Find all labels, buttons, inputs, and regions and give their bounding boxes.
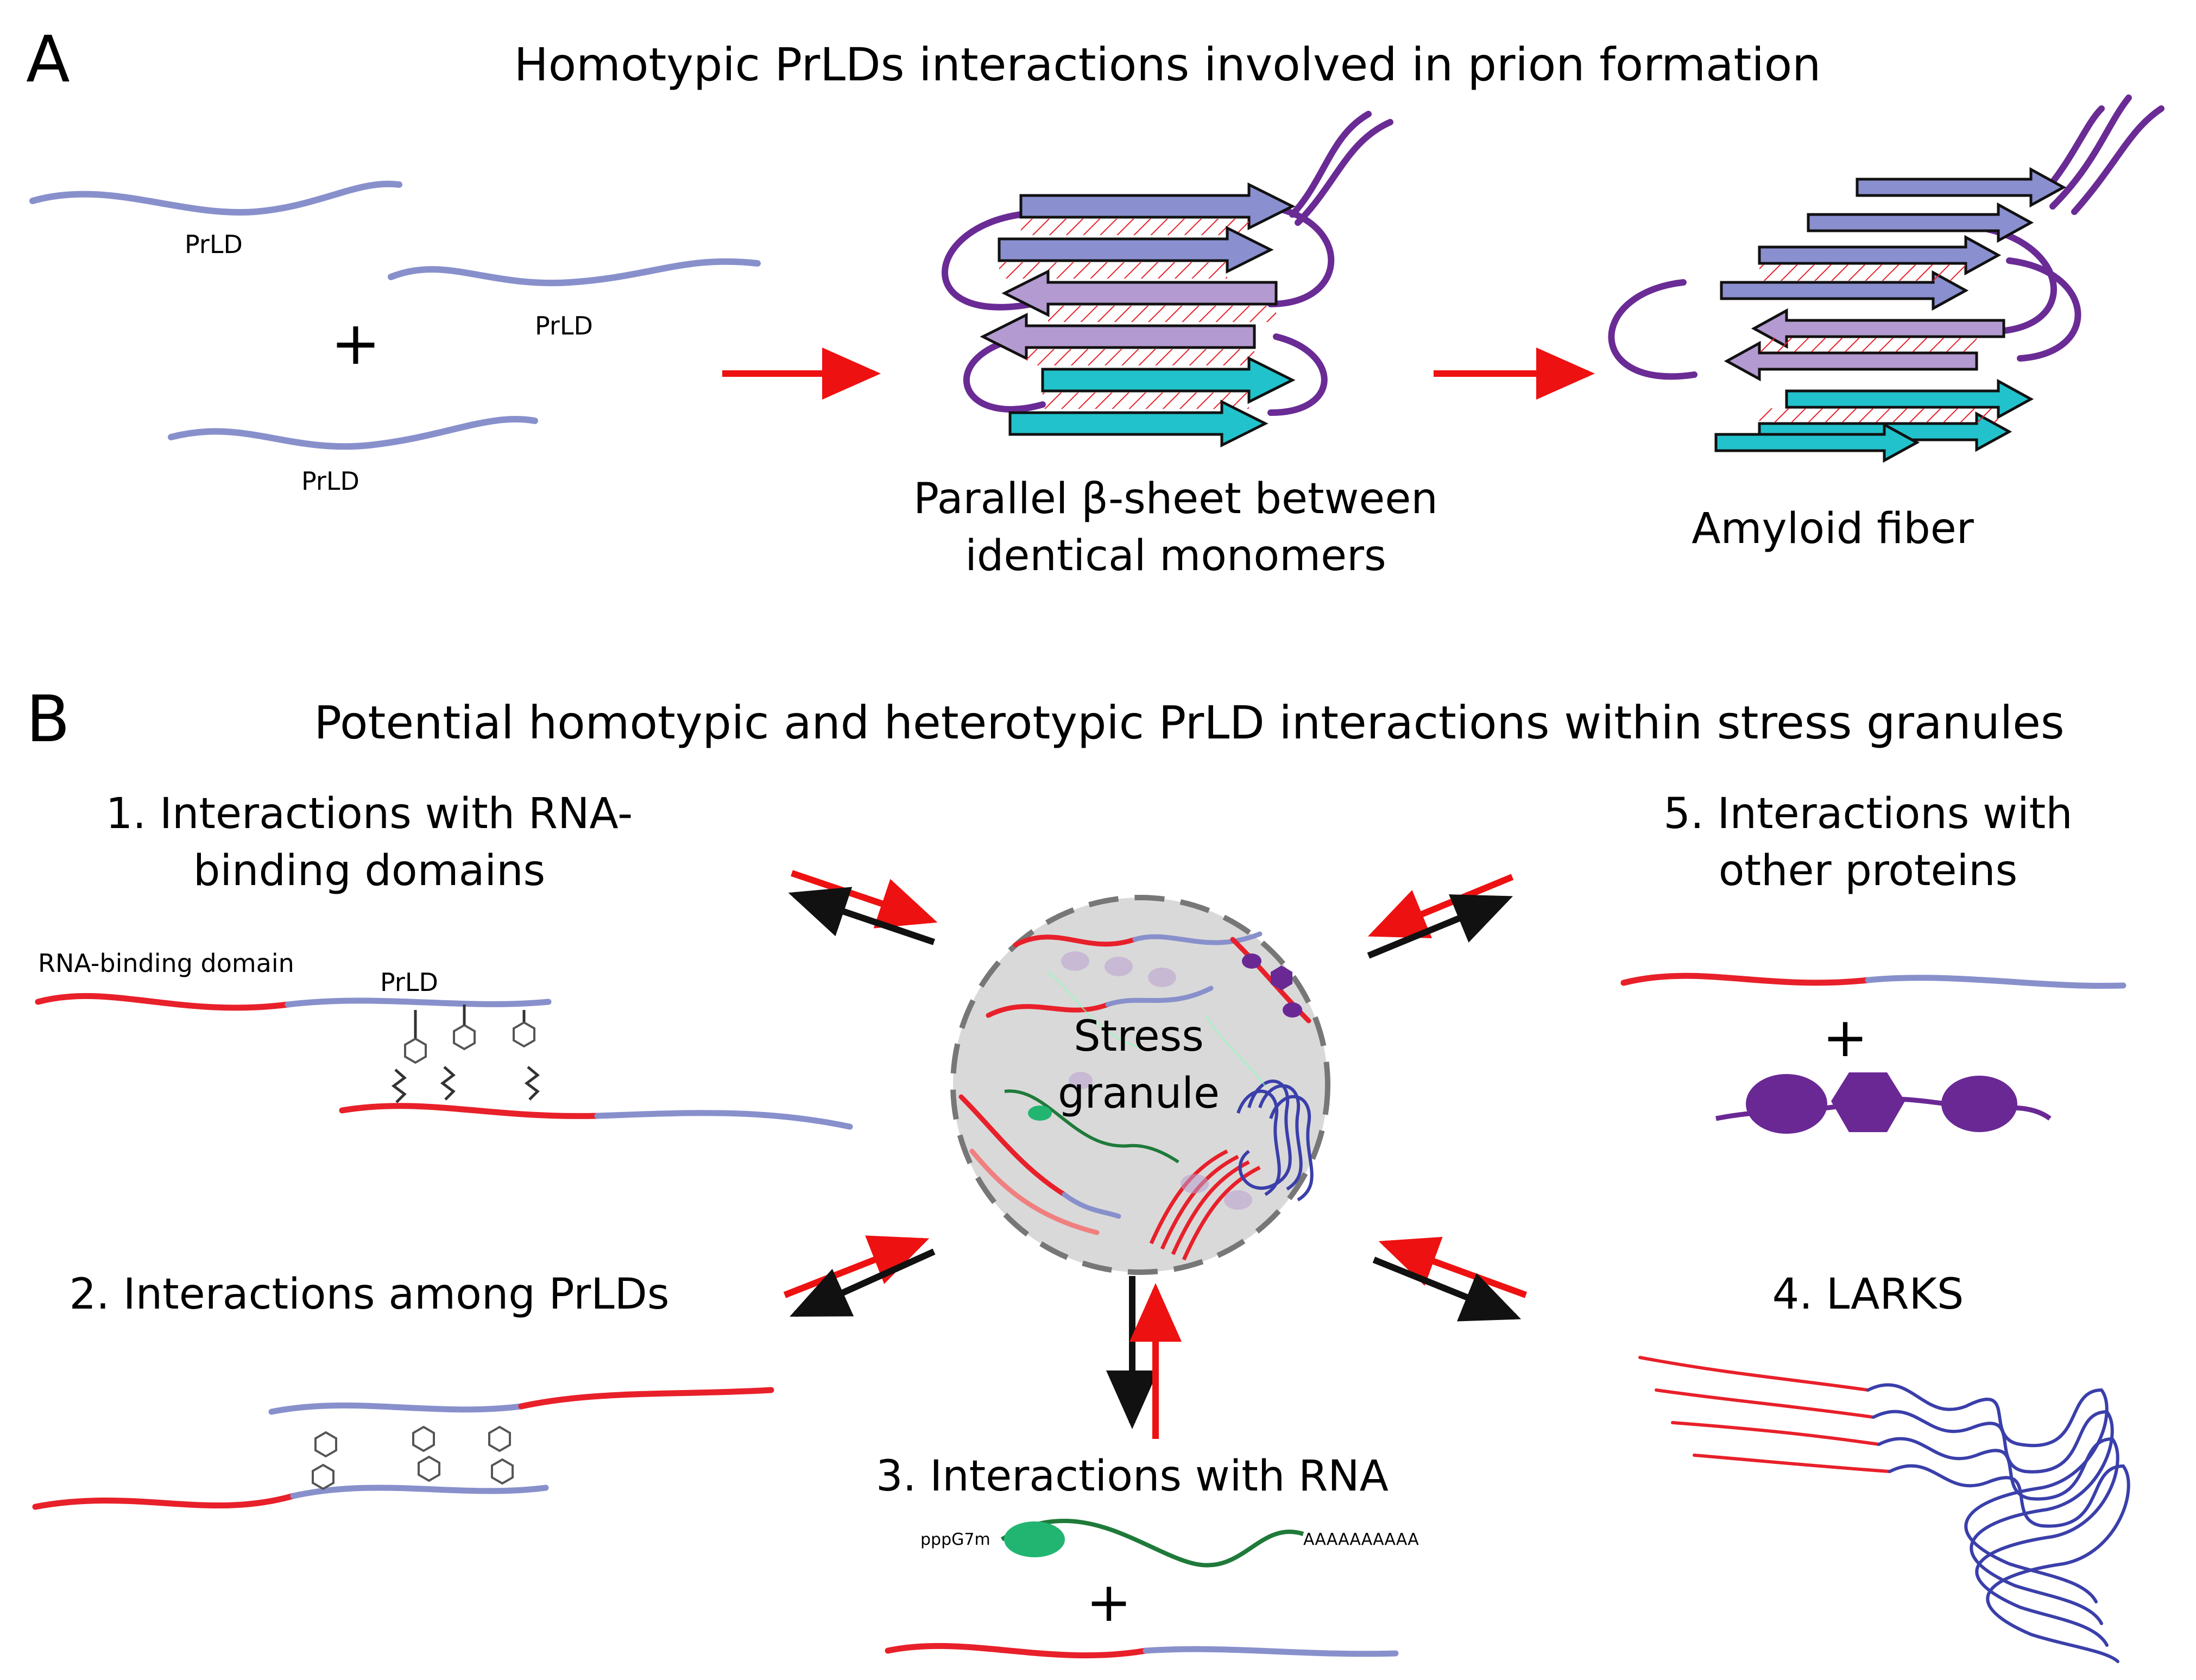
beta-strand: [1008, 399, 1269, 448]
beta-sheet-caption-line1: Parallel β-sheet between: [913, 475, 1438, 523]
item5-prld-protein: [1620, 972, 2126, 989]
panel-b-title: Potential homotypic and heterotypic PrLD…: [314, 696, 2064, 749]
prld-label-3: PrLD: [301, 466, 359, 496]
beta-sheet-diagram: [942, 111, 1393, 448]
beta-strand: [1019, 182, 1296, 231]
amyloid-fiber-diagram: [1608, 94, 2165, 463]
item2-chains: [32, 1387, 774, 1510]
panel-b-letter: B: [26, 681, 70, 756]
item3-mrna: [1000, 1519, 1304, 1568]
item1-title-line1: 1. Interactions with RNA-: [106, 790, 633, 838]
item2-side-chains: [312, 1426, 514, 1490]
arrows-item5: [1367, 874, 1514, 959]
item3-protein: [885, 1643, 1399, 1659]
item5-other-protein: [1715, 1072, 2052, 1134]
item3-cap-label: pppG7m: [920, 1530, 990, 1549]
granule-label-line1: Stress: [1074, 1012, 1204, 1061]
beta-sheet-caption-line2: identical monomers: [965, 532, 1386, 580]
item1-title-line2: binding domains: [193, 847, 545, 895]
amyloid-fiber-caption: Amyloid fiber: [1692, 504, 1974, 553]
panel-a-letter: A: [26, 22, 70, 97]
larks-diagram: [1638, 1356, 2130, 1663]
beta-strand: [1041, 356, 1296, 405]
item1-rbd-label: RNA-binding domain: [38, 949, 294, 978]
item3-polya-label: AAAAAAAAAA: [1303, 1530, 1419, 1549]
arrows-item1: [788, 870, 938, 945]
beta-strand: [980, 312, 1256, 361]
prld-monomer-1: [29, 180, 402, 216]
arrows-item3: [1106, 1276, 1182, 1439]
beta-strand: [998, 225, 1274, 274]
stress-granule: Stress granule: [950, 895, 1330, 1275]
prld-label-2: PrLD: [535, 311, 593, 340]
plus-sign-a: +: [331, 308, 381, 378]
item1-chains: [35, 993, 853, 1130]
item1-side-chains: [391, 1005, 540, 1103]
arrows-item4: [1372, 1236, 1528, 1322]
item2-title: 2. Interactions among PrLDs: [70, 1270, 670, 1319]
item3-plus: +: [1086, 1570, 1132, 1634]
granule-label-line2: granule: [1058, 1069, 1220, 1118]
item3-title: 3. Interactions with RNA: [876, 1452, 1389, 1501]
item4-title: 4. LARKS: [1772, 1270, 1964, 1319]
item5-plus: +: [1822, 1006, 1868, 1069]
prld-monomer-3: [168, 416, 538, 450]
arrows-item2: [783, 1235, 936, 1317]
prld-label-1: PrLD: [185, 230, 243, 259]
beta-strand: [1001, 269, 1278, 318]
prld-monomer-2: [388, 258, 761, 287]
item1-prld-label: PrLD: [380, 968, 438, 997]
item5-title-line1: 5. Interactions with: [1663, 790, 2072, 838]
prld-monomers: [29, 180, 761, 450]
item5-title-line2: other proteins: [1719, 847, 2018, 895]
panel-a-title: Homotypic PrLDs interactions involved in…: [514, 38, 1821, 91]
